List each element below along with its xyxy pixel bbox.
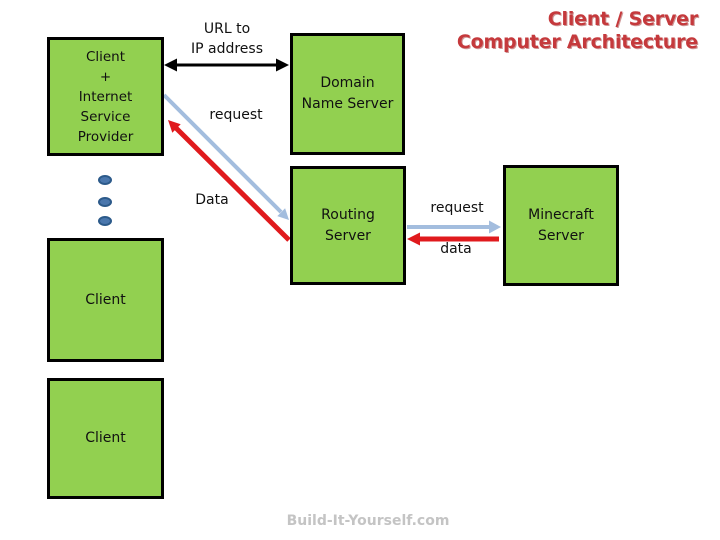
ellipsis-dot-icon [98,175,112,185]
client-data-label: Data [195,192,229,208]
node-client-2-label: Client [85,291,126,308]
client-data-arrow [168,120,291,242]
node-client-isp-label: Client + Internet Service Provider [77,48,134,145]
server-request-arrow [407,220,501,234]
node-client-isp: Client + Internet Service Provider [47,37,164,156]
watermark-text: Build-It-Yourself.com [286,513,450,529]
node-client-3: Client [47,378,164,499]
ellipsis-dot-icon [98,216,112,226]
node-domain-name-server: Domain Name Server [290,33,405,155]
server-request-label: request [430,200,484,216]
node-domain-name-server-label: Domain Name Server [301,75,394,112]
url-to-ip-arrow [164,58,289,72]
node-client-2: Client [47,238,164,362]
node-minecraft-server-label: Minecraft Server [528,206,594,244]
client-request-label: request [209,107,263,123]
node-client-3-label: Client [85,430,126,446]
server-data-label: data [440,241,472,257]
ellipsis-dot-icon [98,197,112,207]
page-title: Client / Server Computer Architecture [456,8,698,53]
url-to-ip-label: URL to IP address [190,21,264,57]
node-routing-server: Routing Server [290,166,406,285]
node-minecraft-server: Minecraft Server [503,165,619,286]
node-routing-server-label: Routing Server [321,206,375,244]
